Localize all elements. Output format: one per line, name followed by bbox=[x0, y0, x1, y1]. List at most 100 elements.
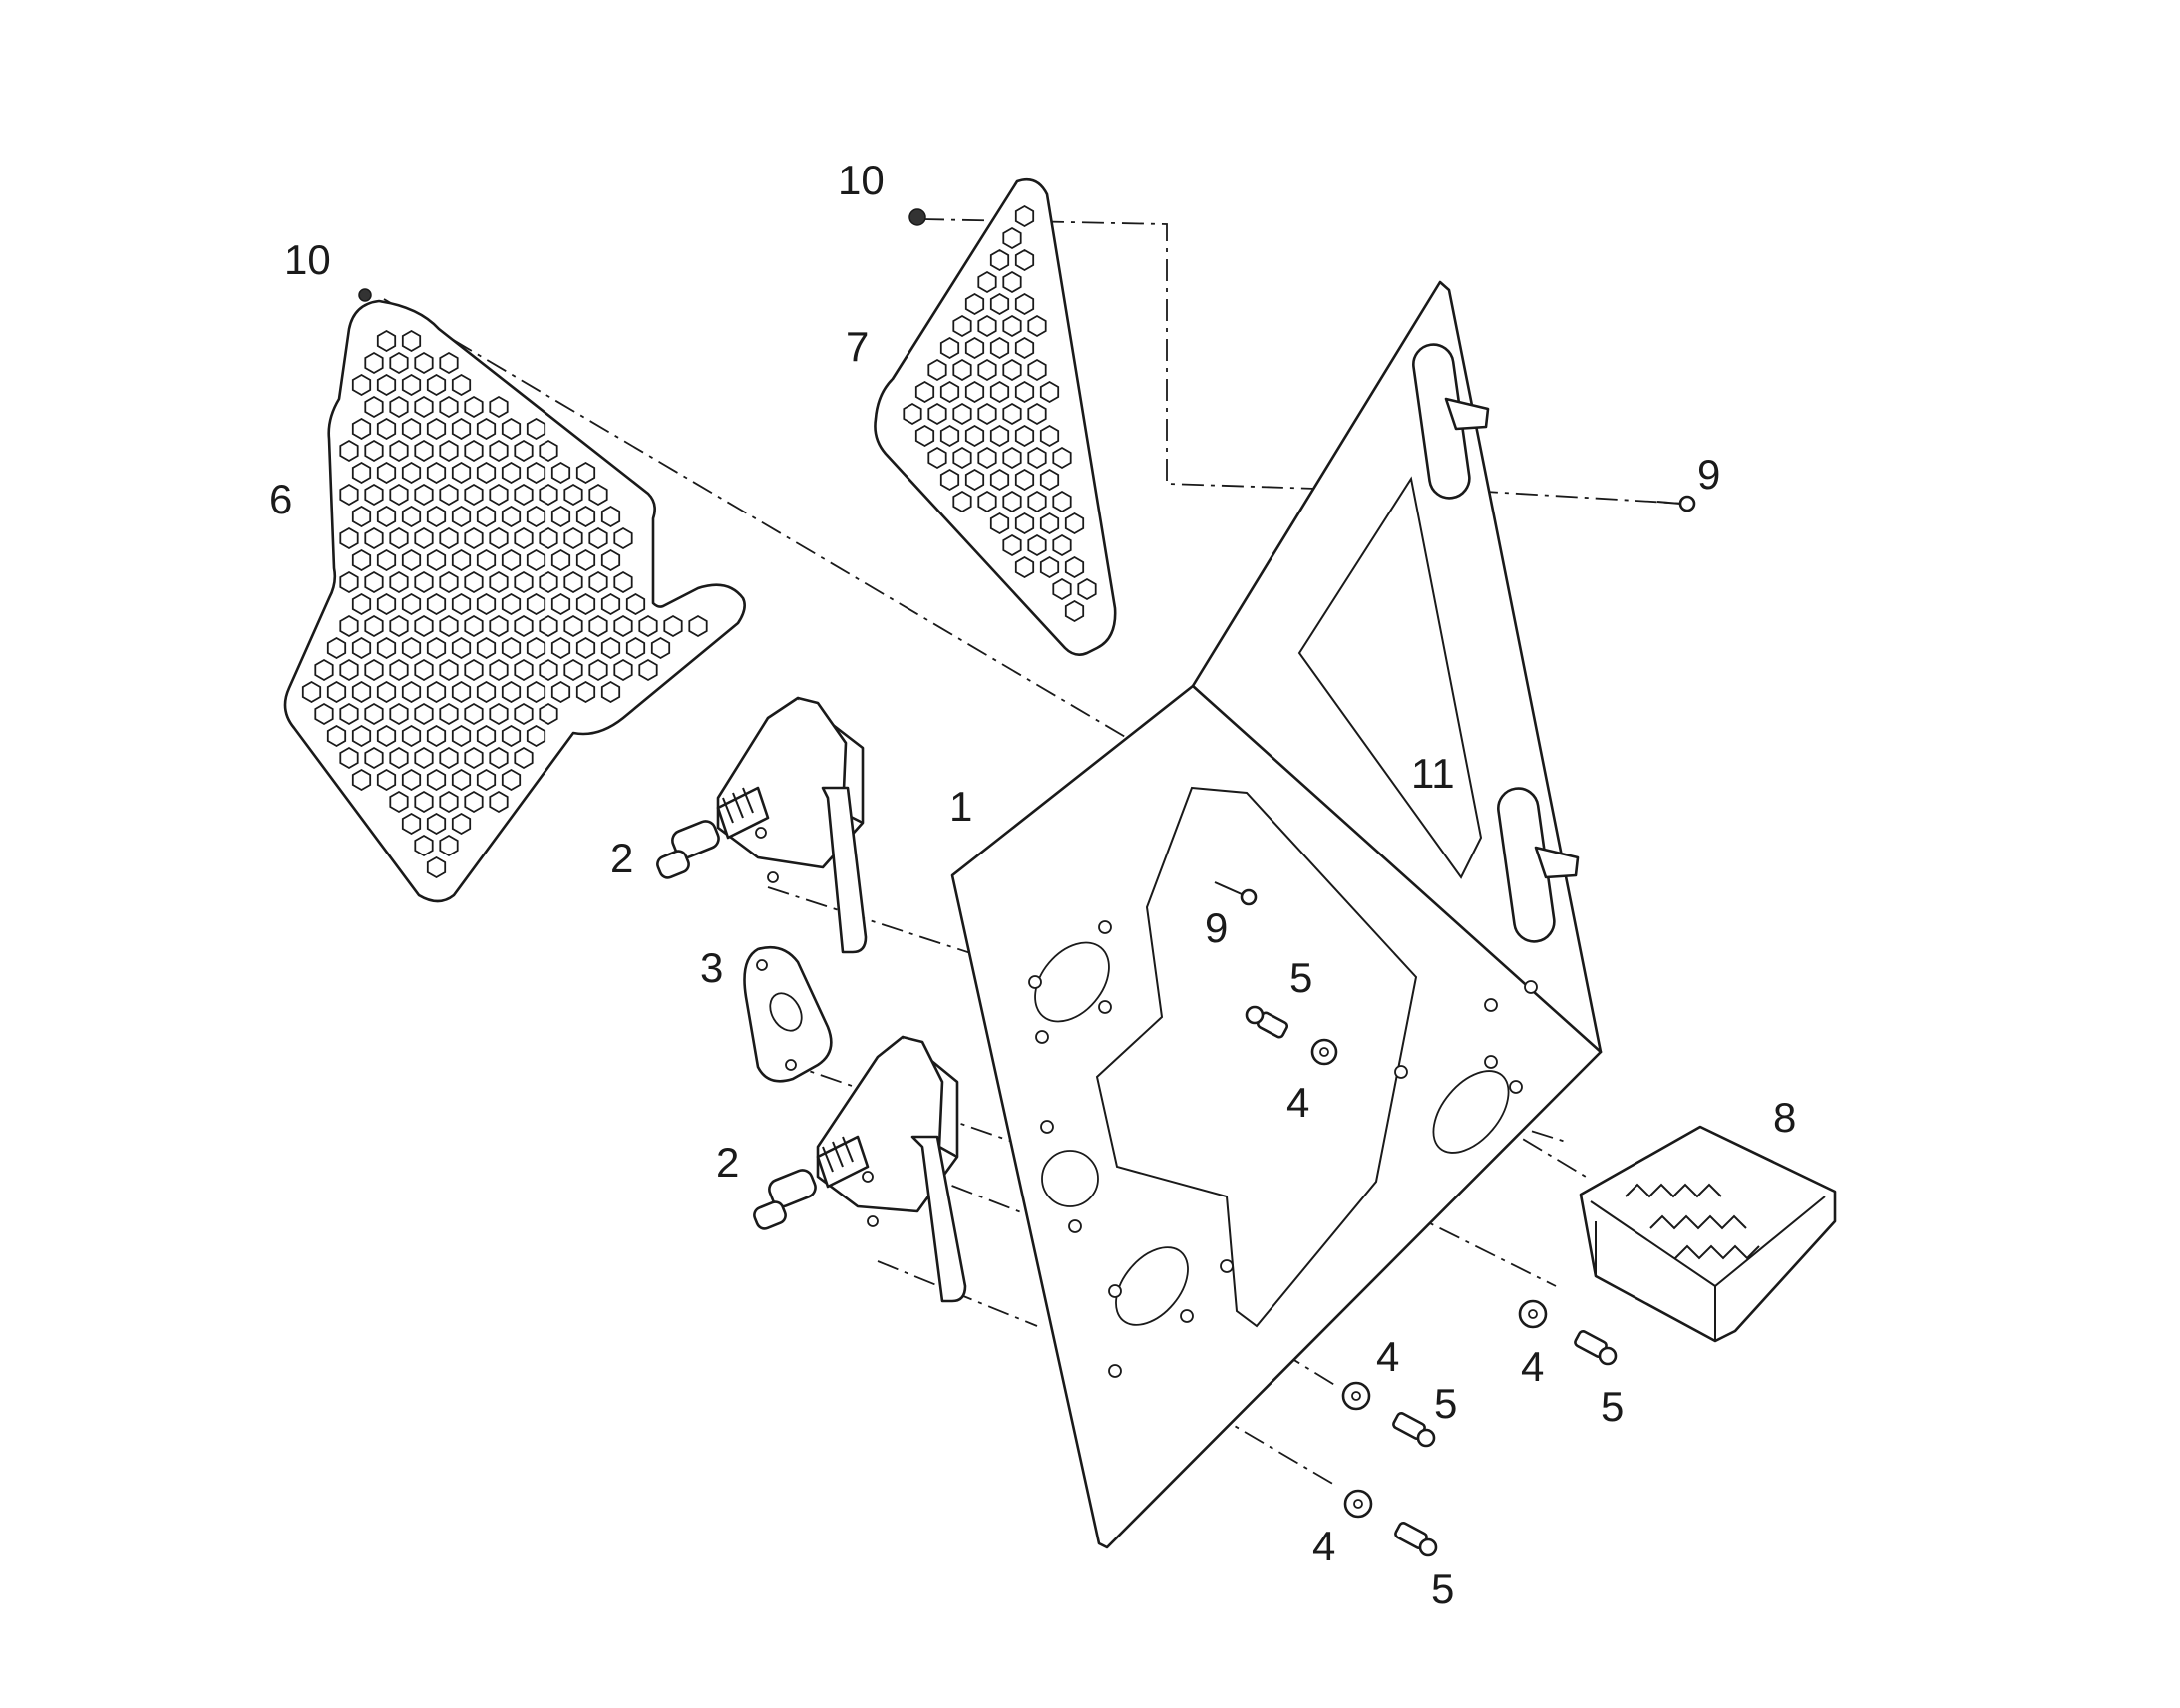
perforation-hole bbox=[977, 402, 997, 426]
perforation-hole bbox=[414, 746, 434, 770]
perforation-hole bbox=[376, 768, 397, 792]
perforation-hole bbox=[401, 636, 422, 660]
perforation-hole bbox=[414, 702, 434, 726]
perforation-hole bbox=[989, 424, 1010, 448]
screw-9-middle bbox=[1214, 881, 1258, 906]
perforation-hole bbox=[364, 526, 384, 550]
perforation-hole bbox=[989, 292, 1010, 316]
perforation-hole bbox=[351, 724, 372, 748]
perforation-hole bbox=[401, 592, 422, 616]
perforation-hole bbox=[514, 439, 534, 463]
perforation-hole bbox=[464, 702, 484, 726]
perforation-hole bbox=[414, 834, 434, 857]
perforation-hole bbox=[989, 468, 1010, 492]
perforation-hole bbox=[339, 570, 359, 594]
perforation-hole bbox=[539, 483, 558, 507]
support-plate bbox=[950, 280, 1603, 1549]
nut-10-top bbox=[908, 208, 926, 226]
perforation-hole bbox=[952, 490, 972, 513]
perforation-hole bbox=[550, 636, 571, 660]
perforation-hole bbox=[1052, 577, 1072, 601]
perforation-hole bbox=[401, 505, 422, 528]
perforation-hole bbox=[426, 724, 447, 748]
perforation-hole bbox=[414, 614, 434, 638]
perforation-hole bbox=[451, 461, 472, 485]
callout-9-top: 9 bbox=[1697, 451, 1720, 498]
perforation-hole bbox=[476, 461, 497, 485]
perforation-hole bbox=[964, 380, 985, 404]
perforation-hole bbox=[1014, 555, 1035, 579]
perforation-hole bbox=[414, 483, 434, 507]
washer-4-middle bbox=[1310, 1038, 1338, 1066]
perforation-hole bbox=[476, 724, 497, 748]
perforation-hole bbox=[688, 614, 708, 638]
perforation-hole bbox=[550, 680, 571, 704]
perforation-hole bbox=[326, 724, 347, 748]
perforation-hole bbox=[514, 614, 534, 638]
perforation-hole bbox=[501, 505, 522, 528]
perforation-hole bbox=[575, 505, 596, 528]
perforation-hole bbox=[939, 424, 960, 448]
perforation-hole bbox=[376, 636, 397, 660]
perforation-hole bbox=[952, 314, 972, 338]
perforation-hole bbox=[600, 592, 621, 616]
callout-6: 6 bbox=[269, 476, 292, 522]
perforation-hole bbox=[550, 548, 571, 572]
perforation-hole bbox=[575, 548, 596, 572]
callout-5-lower-middle: 5 bbox=[1434, 1380, 1457, 1427]
perforation-hole bbox=[451, 373, 472, 397]
perforation-hole bbox=[351, 505, 372, 528]
perforation-hole bbox=[939, 380, 960, 404]
large-perforated-guard bbox=[283, 299, 746, 903]
perforation-hole bbox=[1039, 555, 1060, 579]
perforation-hole bbox=[501, 768, 522, 792]
perforation-hole bbox=[1039, 512, 1060, 535]
perforation-hole bbox=[376, 548, 397, 572]
perforation-hole bbox=[364, 658, 384, 682]
perforation-hole bbox=[376, 680, 397, 704]
perforation-hole bbox=[1014, 248, 1035, 272]
perforation-hole bbox=[451, 680, 472, 704]
perforation-hole bbox=[426, 768, 447, 792]
perforation-hole bbox=[613, 526, 633, 550]
perforation-hole bbox=[489, 395, 509, 419]
perforation-hole bbox=[426, 548, 447, 572]
perforation-hole bbox=[464, 439, 484, 463]
perforation-hole bbox=[351, 680, 372, 704]
perforation-hole bbox=[364, 351, 384, 375]
perforation-hole bbox=[526, 461, 546, 485]
perforation-hole bbox=[401, 724, 422, 748]
perforation-hole bbox=[401, 680, 422, 704]
perforation-hole bbox=[914, 424, 935, 448]
perforation-hole bbox=[927, 446, 947, 470]
perforation-hole bbox=[364, 483, 384, 507]
perforation-hole bbox=[964, 292, 985, 316]
perforation-hole bbox=[326, 636, 347, 660]
perforation-hole bbox=[426, 417, 447, 441]
perforation-hole bbox=[389, 790, 409, 814]
perforation-hole bbox=[526, 724, 546, 748]
perforation-hole bbox=[501, 461, 522, 485]
perforation-hole bbox=[351, 592, 372, 616]
perforation-hole bbox=[426, 461, 447, 485]
perforation-hole bbox=[389, 658, 409, 682]
perforation-hole bbox=[339, 658, 359, 682]
perforation-hole bbox=[476, 636, 497, 660]
perforation-hole bbox=[489, 483, 509, 507]
perforation-hole bbox=[464, 746, 484, 770]
perforation-hole bbox=[964, 424, 985, 448]
perforation-hole bbox=[989, 512, 1010, 535]
perforation-hole bbox=[489, 526, 509, 550]
perforation-hole bbox=[401, 461, 422, 485]
perforation-hole bbox=[439, 834, 459, 857]
perforation-hole bbox=[1027, 446, 1047, 470]
perforation-hole bbox=[489, 439, 509, 463]
perforation-hole bbox=[476, 505, 497, 528]
perforation-hole bbox=[1039, 468, 1060, 492]
perforation-hole bbox=[613, 614, 633, 638]
perforation-hole bbox=[439, 702, 459, 726]
perforation-hole bbox=[451, 724, 472, 748]
perforation-hole bbox=[464, 526, 484, 550]
bolt-5-right bbox=[1574, 1330, 1618, 1366]
perforation-hole bbox=[526, 636, 546, 660]
